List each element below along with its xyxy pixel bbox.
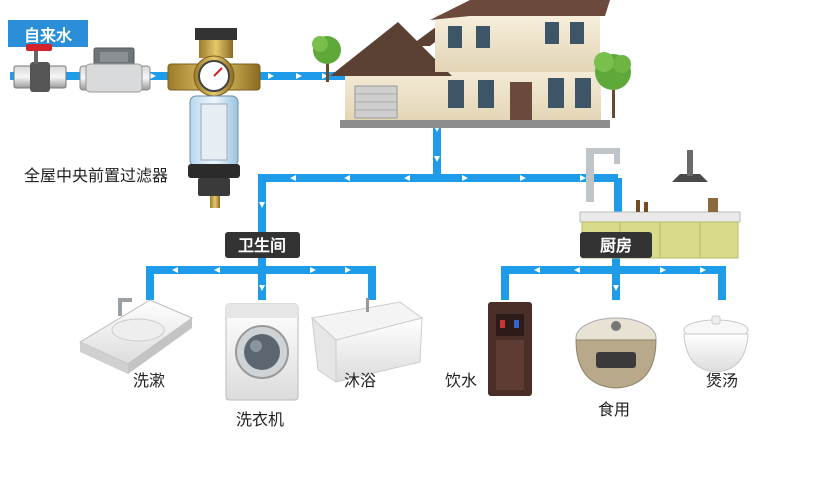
washer-label: 洗衣机	[236, 410, 284, 429]
flow-arrow	[214, 267, 220, 273]
flow-arrow	[580, 175, 586, 181]
basin-label: 洗漱	[133, 371, 165, 390]
flow-arrow	[613, 285, 619, 291]
flow-arrow	[310, 267, 316, 273]
wash-basin-icon	[78, 298, 194, 374]
flow-arrow	[660, 267, 666, 273]
bathtub-icon	[310, 298, 424, 383]
valve-icon	[13, 44, 67, 92]
bathroom-distribution-pipe	[146, 258, 376, 300]
flow-arrow	[172, 267, 178, 273]
flow-arrow	[434, 156, 440, 162]
flow-arrow	[344, 175, 350, 181]
pre-filter-icon	[167, 28, 261, 208]
flow-arrow	[404, 175, 410, 181]
flow-arrow	[534, 267, 540, 273]
water-dispenser-icon	[488, 302, 532, 396]
kitchen-distribution-pipe	[501, 258, 726, 300]
flow-arrow	[259, 202, 265, 208]
flow-arrow	[268, 73, 274, 79]
tree-icon	[594, 52, 631, 118]
soup-pot-label: 煲汤	[706, 371, 738, 390]
bathroom-label: 卫生间	[238, 236, 286, 255]
flow-arrow	[296, 73, 302, 79]
rice-cooker-label: 食用	[598, 400, 630, 419]
tree-icon	[312, 36, 341, 82]
washing-machine-icon	[225, 303, 299, 401]
house-icon	[330, 0, 610, 128]
flow-arrow	[520, 175, 526, 181]
bathtub-label: 沐浴	[344, 371, 376, 390]
soup-pot-icon	[683, 315, 749, 373]
flow-arrow	[290, 175, 296, 181]
source-label: 自来水	[24, 26, 73, 45]
flow-arrow	[259, 285, 265, 291]
water-meter-icon	[79, 47, 151, 93]
flow-arrow	[462, 175, 468, 181]
dispenser-label: 饮水	[445, 371, 477, 390]
flow-arrow	[150, 73, 156, 79]
flow-arrow	[574, 267, 580, 273]
filter-label: 全屋中央前置过滤器	[24, 166, 168, 185]
kitchen-label: 厨房	[600, 236, 632, 255]
flow-arrow	[322, 73, 328, 79]
flow-arrow	[345, 267, 351, 273]
bathroom-room-badge: 卫生间	[225, 232, 300, 258]
kitchen-room-badge: 厨房	[580, 232, 652, 258]
rice-cooker-icon	[575, 317, 657, 389]
source-tag: 自来水	[8, 20, 88, 47]
flow-arrow	[700, 267, 706, 273]
